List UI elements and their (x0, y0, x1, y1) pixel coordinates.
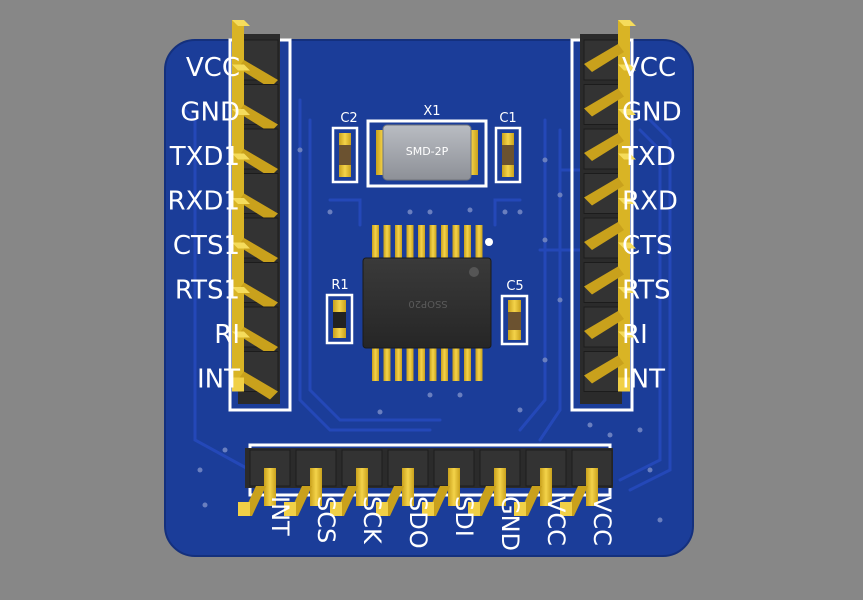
ic-pin (464, 347, 471, 381)
ic-pin (418, 347, 425, 381)
ic-ssop20: SSOP20 (362, 257, 492, 349)
bottom-header-pin (560, 449, 613, 516)
ic-pin (441, 347, 448, 381)
left-header-label: RI (214, 320, 240, 350)
ic-pins (372, 225, 483, 381)
left-header-pin (232, 153, 279, 222)
ic-pin (372, 347, 379, 381)
bottom-header-pin (376, 449, 429, 516)
ic-pin (429, 347, 437, 381)
bottom-header-label: SDO (404, 496, 432, 549)
right-header-pin (583, 242, 636, 303)
bottom-header-pin (238, 449, 291, 516)
ic-pin (452, 347, 460, 381)
ic-package-label: SSOP20 (408, 298, 447, 309)
bottom-header-label: SCK (358, 496, 386, 545)
left-header-pin (232, 198, 279, 266)
left-header-label: GND (180, 98, 240, 128)
left-pin-header (232, 20, 280, 404)
left-header-label: INT (197, 365, 240, 395)
right-header-label: VCC (622, 53, 676, 83)
ic-pin (475, 225, 483, 259)
capacitor-c5 (500, 294, 529, 346)
right-pin-header (580, 20, 636, 404)
ic-pin (441, 225, 448, 259)
crystal-package-label: SMD-2P (406, 145, 449, 158)
capacitor-c2-label: C2 (340, 111, 357, 126)
ic-pin (464, 225, 471, 259)
bottom-header-label: GND (496, 496, 524, 551)
ic-pin (395, 225, 402, 259)
left-header-label: RTS1 (175, 276, 240, 306)
left-header-pin (232, 109, 279, 177)
resistor-r1-label: R1 (331, 278, 348, 293)
ic-pin (383, 347, 391, 381)
ic-pin (383, 225, 391, 259)
bottom-header-label: INT (266, 496, 294, 536)
left-header-label: CTS1 (173, 231, 240, 261)
pcb-vias (197, 147, 663, 523)
left-header-pin (232, 64, 279, 133)
right-header-pin (583, 20, 636, 81)
right-header-label: TXD (621, 142, 676, 172)
capacitor-c1-label: C1 (499, 111, 516, 126)
ic-pin (418, 225, 425, 259)
capacitor-c1 (494, 126, 522, 184)
right-header-label: RI (622, 320, 648, 350)
bottom-header-label: VCC (588, 496, 616, 546)
right-header-label: RXD (622, 187, 678, 217)
resistor-r1 (325, 293, 354, 345)
right-header-pin (583, 331, 636, 392)
left-header-label: TXD1 (169, 142, 240, 172)
bottom-header-label: SCS (312, 496, 340, 543)
bottom-header-pin (468, 449, 521, 516)
right-header-label: RTS (622, 276, 671, 306)
left-header-pin (232, 331, 279, 400)
ic-pin1-dot (485, 238, 493, 246)
ic-pin (406, 225, 414, 259)
right-header-label: GND (622, 98, 682, 128)
capacitor-c5-label: C5 (506, 279, 523, 294)
right-header-pin (583, 287, 636, 348)
right-header-label: INT (622, 365, 665, 395)
right-header-labels: VCC GND TXD RXD CTS RTS RI INT (621, 53, 682, 395)
capacitor-c2 (331, 126, 359, 184)
ic-pin (475, 347, 483, 381)
ic-pin (372, 225, 379, 259)
bottom-header-label: VCC (542, 496, 570, 546)
bottom-header-pin (330, 449, 383, 516)
bottom-header-labels: INT SCS SCK SDO SDI GND VCC VCC (266, 496, 616, 551)
ic-pin (406, 347, 414, 381)
bottom-header-label: SDI (450, 496, 478, 537)
bottom-header-pin (514, 449, 567, 516)
left-header-label: RXD1 (168, 187, 240, 217)
bottom-header-pin (284, 449, 337, 516)
ic-pin (452, 225, 460, 259)
bottom-header-pin (422, 449, 475, 516)
left-header-label: VCC (186, 53, 240, 83)
ic-pin (395, 347, 402, 381)
bottom-pin-header (238, 448, 613, 516)
ic-pin (429, 225, 437, 259)
right-header-pin (583, 64, 636, 125)
right-header-label: CTS (622, 231, 673, 261)
crystal-x1: SMD-2P (366, 119, 488, 188)
crystal-ref-label: X1 (423, 104, 440, 119)
